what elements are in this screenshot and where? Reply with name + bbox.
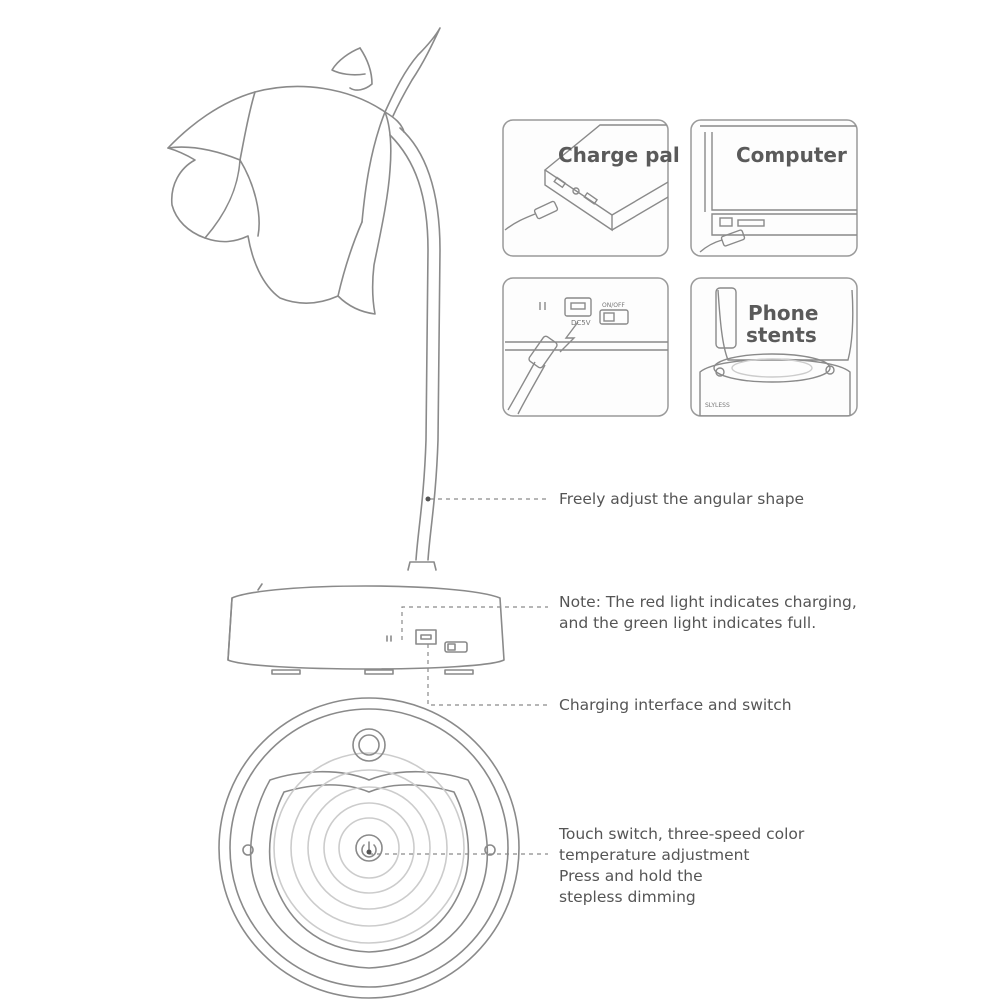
lamp-base-top-illustration <box>218 697 520 999</box>
leader-note <box>401 606 548 640</box>
lamp-base-side-illustration <box>227 583 505 675</box>
flower-shade-illustration <box>167 85 392 315</box>
panel-phone-stents: Phone stents SLYLESS <box>690 277 858 417</box>
port-label: DC5V <box>571 319 591 327</box>
annotation-note-line1: Note: The red light indicates charging, <box>559 593 857 611</box>
panel-charge-pal: Charge pal <box>502 119 680 257</box>
leader-dot-touch <box>366 849 372 855</box>
panel-computer: Computer <box>690 119 858 257</box>
panel-label-phone-line2: stents <box>746 323 817 347</box>
brand-label: SLYLESS <box>705 402 730 409</box>
leader-lines <box>369 498 548 855</box>
panel-label-computer: Computer <box>736 143 847 167</box>
switch-label: ON/OFF <box>602 302 625 309</box>
annotation-charging-interface: Charging interface and switch <box>559 696 792 714</box>
leader-dot-angular <box>425 496 431 502</box>
annotation-note-line2: and the green light indicates full. <box>559 614 817 632</box>
gooseneck-illustration <box>389 127 441 571</box>
annotation-angular-shape: Freely adjust the angular shape <box>559 490 805 508</box>
annotation-touch-line4: stepless dimming <box>559 888 696 906</box>
annotation-light-note: Note: The red light indicates charging, … <box>559 592 857 634</box>
panel-port-closeup: DC5V ON/OFF <box>502 277 669 417</box>
panel-label-charge-pal: Charge pal <box>558 143 680 167</box>
panel-label-phone-line1: Phone <box>748 301 818 325</box>
annotation-touch-line1: Touch switch, three-speed color <box>559 825 805 843</box>
annotation-touch-line2: temperature adjustment <box>559 846 750 864</box>
annotation-touch-line3: Press and hold the <box>559 867 703 885</box>
annotation-touch-switch: Touch switch, three-speed color temperat… <box>559 824 804 908</box>
